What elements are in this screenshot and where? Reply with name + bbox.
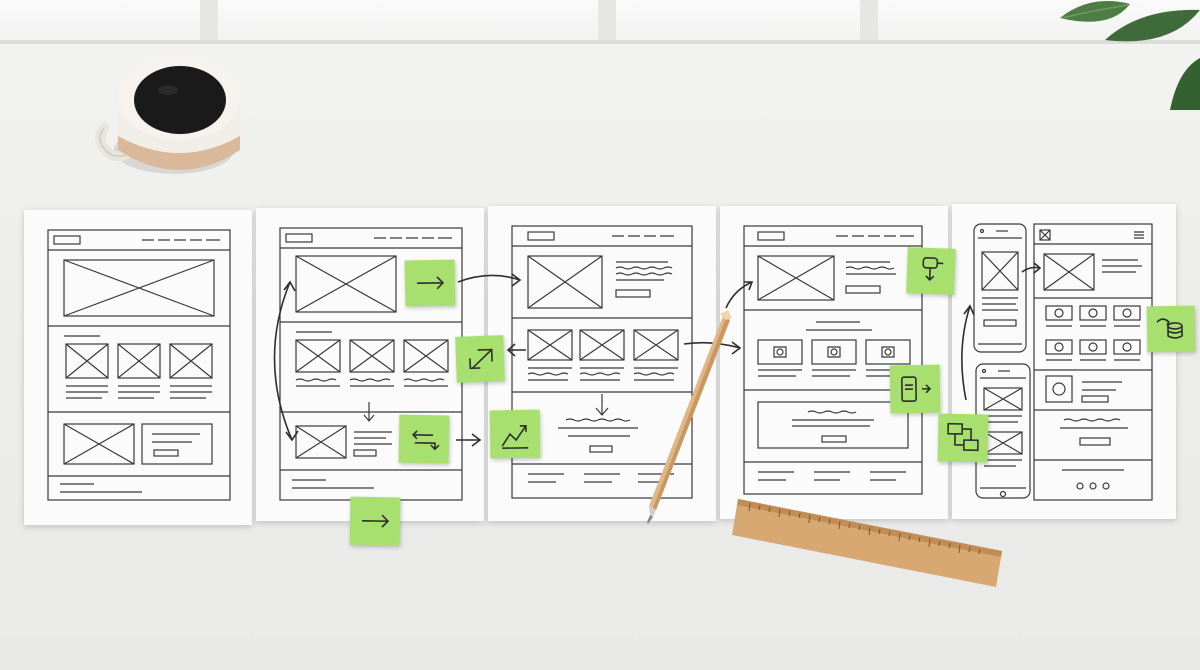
wireframe-sheet-2	[256, 208, 484, 521]
coffee-mug	[95, 56, 240, 174]
wireframe-sheet-5	[952, 204, 1176, 519]
wireframe-sheet-1	[24, 210, 252, 525]
sticky-note-database	[1146, 305, 1196, 353]
window-backdrop	[0, 0, 1200, 40]
sticky-note-swap-arrows	[398, 414, 450, 464]
wooden-ruler	[732, 499, 1002, 587]
wireframe-sheet-3	[488, 206, 716, 521]
sticky-note-pin-flow	[906, 247, 956, 295]
plant-leaves	[1060, 1, 1200, 110]
sticky-note-trend-chart	[489, 409, 541, 459]
sticky-note-arrow-bottom	[349, 496, 401, 546]
sticky-note-phone-arrow	[889, 364, 941, 414]
table-edge	[0, 40, 1200, 44]
sticky-note-curved-arrow	[455, 335, 505, 383]
sticky-note-arrow-right	[404, 259, 456, 307]
sticky-note-flowchart	[937, 413, 989, 463]
pencil	[647, 310, 732, 524]
